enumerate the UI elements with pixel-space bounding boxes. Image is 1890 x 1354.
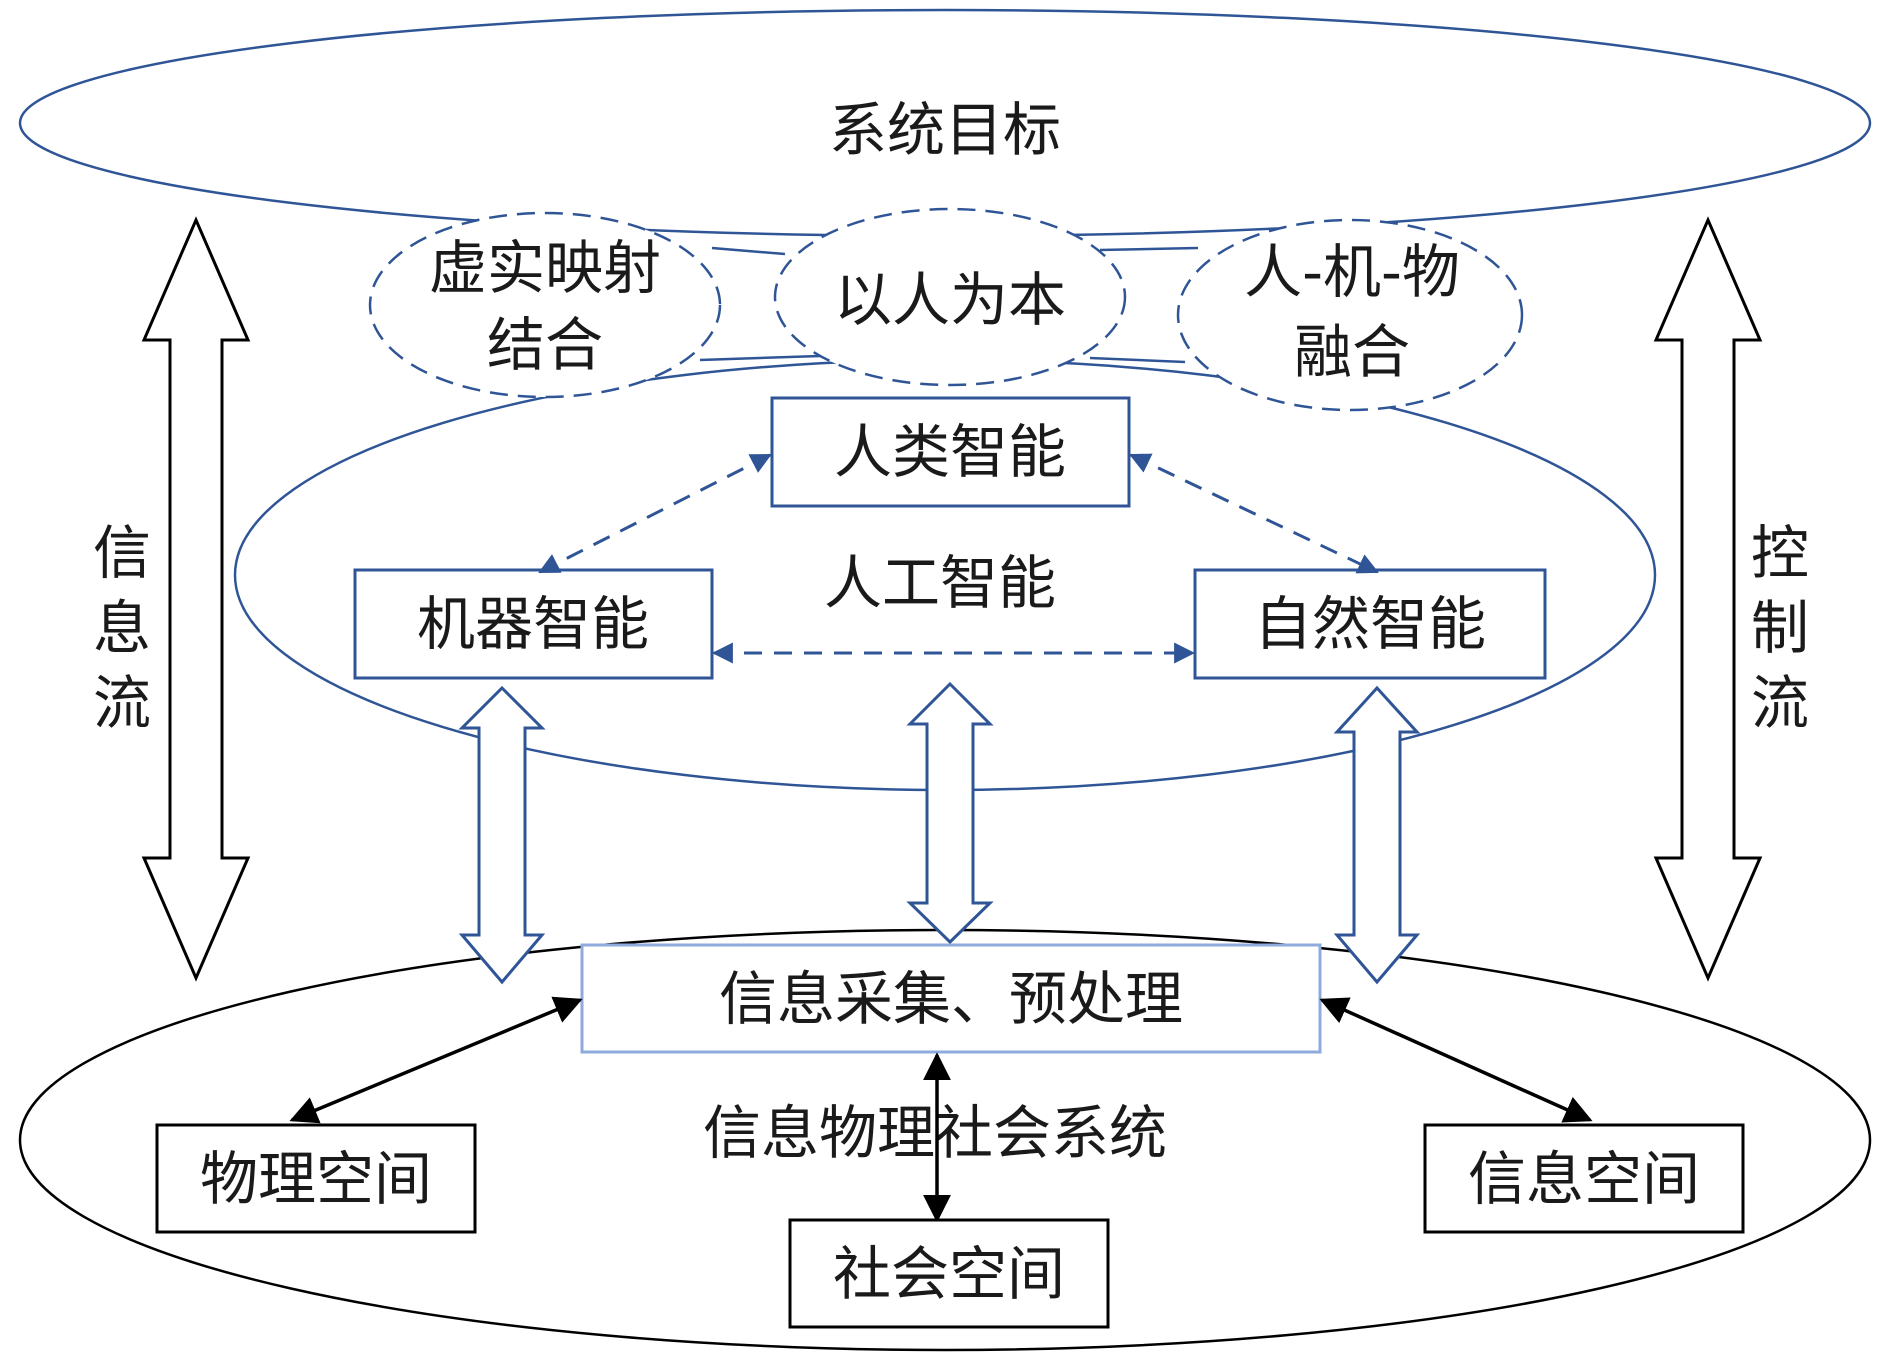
machine-intelligence-box xyxy=(353,568,714,680)
cyber-space-label: 信息空间 xyxy=(1468,1145,1700,1213)
physical-space-box xyxy=(155,1123,477,1234)
physical-space-label: 物理空间 xyxy=(200,1145,432,1213)
human-machine-thing-label-line1: 人-机-物 xyxy=(1244,238,1460,306)
physical-collection-arrow xyxy=(289,996,583,1124)
info-flow-char-3: 流 xyxy=(93,669,151,737)
cyber-collection-arrow xyxy=(1319,997,1593,1123)
virtual-real-ellipse xyxy=(368,211,722,399)
cyber-space-box xyxy=(1423,1123,1745,1234)
human-intelligence-box xyxy=(770,396,1131,508)
human-centric-label: 以人为本 xyxy=(834,266,1066,334)
control-flow-char-2: 制 xyxy=(1751,594,1809,662)
human-machine-thing-label-line2: 融合 xyxy=(1294,318,1410,386)
virtual-real-label-line2: 结合 xyxy=(487,311,603,379)
connector-line xyxy=(1089,356,1186,364)
natural-collection-double-arrow xyxy=(1333,685,1421,985)
info-flow-arrow xyxy=(141,216,251,982)
collection-label: 信息采集、预处理 xyxy=(719,965,1183,1033)
virtual-real-label-line1: 虚实映射 xyxy=(429,234,661,302)
control-flow-char-1: 控 xyxy=(1751,519,1809,587)
human-centric-ellipse xyxy=(773,207,1127,387)
cpss-system-label: 信息物理社会系统 xyxy=(703,1099,1167,1167)
control-flow-arrow xyxy=(1653,216,1763,982)
ai-collection-double-arrow xyxy=(906,681,994,945)
social-space-label: 社会空间 xyxy=(833,1240,1065,1308)
human-natural-arrow xyxy=(1129,453,1379,574)
connector-line xyxy=(699,354,821,362)
social-space-box xyxy=(788,1218,1110,1329)
system-goal-label: 系统目标 xyxy=(829,96,1061,164)
human-intelligence-label: 人类智能 xyxy=(834,418,1066,486)
machine-collection-double-arrow xyxy=(458,685,546,985)
info-flow-char-2: 息 xyxy=(93,594,151,662)
control-flow-char-3: 流 xyxy=(1751,669,1809,737)
info-flow-char-1: 信 xyxy=(93,519,151,587)
machine-intelligence-label: 机器智能 xyxy=(417,590,649,658)
human-machine-thing-ellipse xyxy=(1176,218,1524,412)
connector-line xyxy=(1099,246,1199,252)
ai-label: 人工智能 xyxy=(824,549,1056,617)
human-machine-arrow xyxy=(538,453,772,574)
connector-line xyxy=(711,246,786,256)
natural-intelligence-label: 自然智能 xyxy=(1254,590,1486,658)
